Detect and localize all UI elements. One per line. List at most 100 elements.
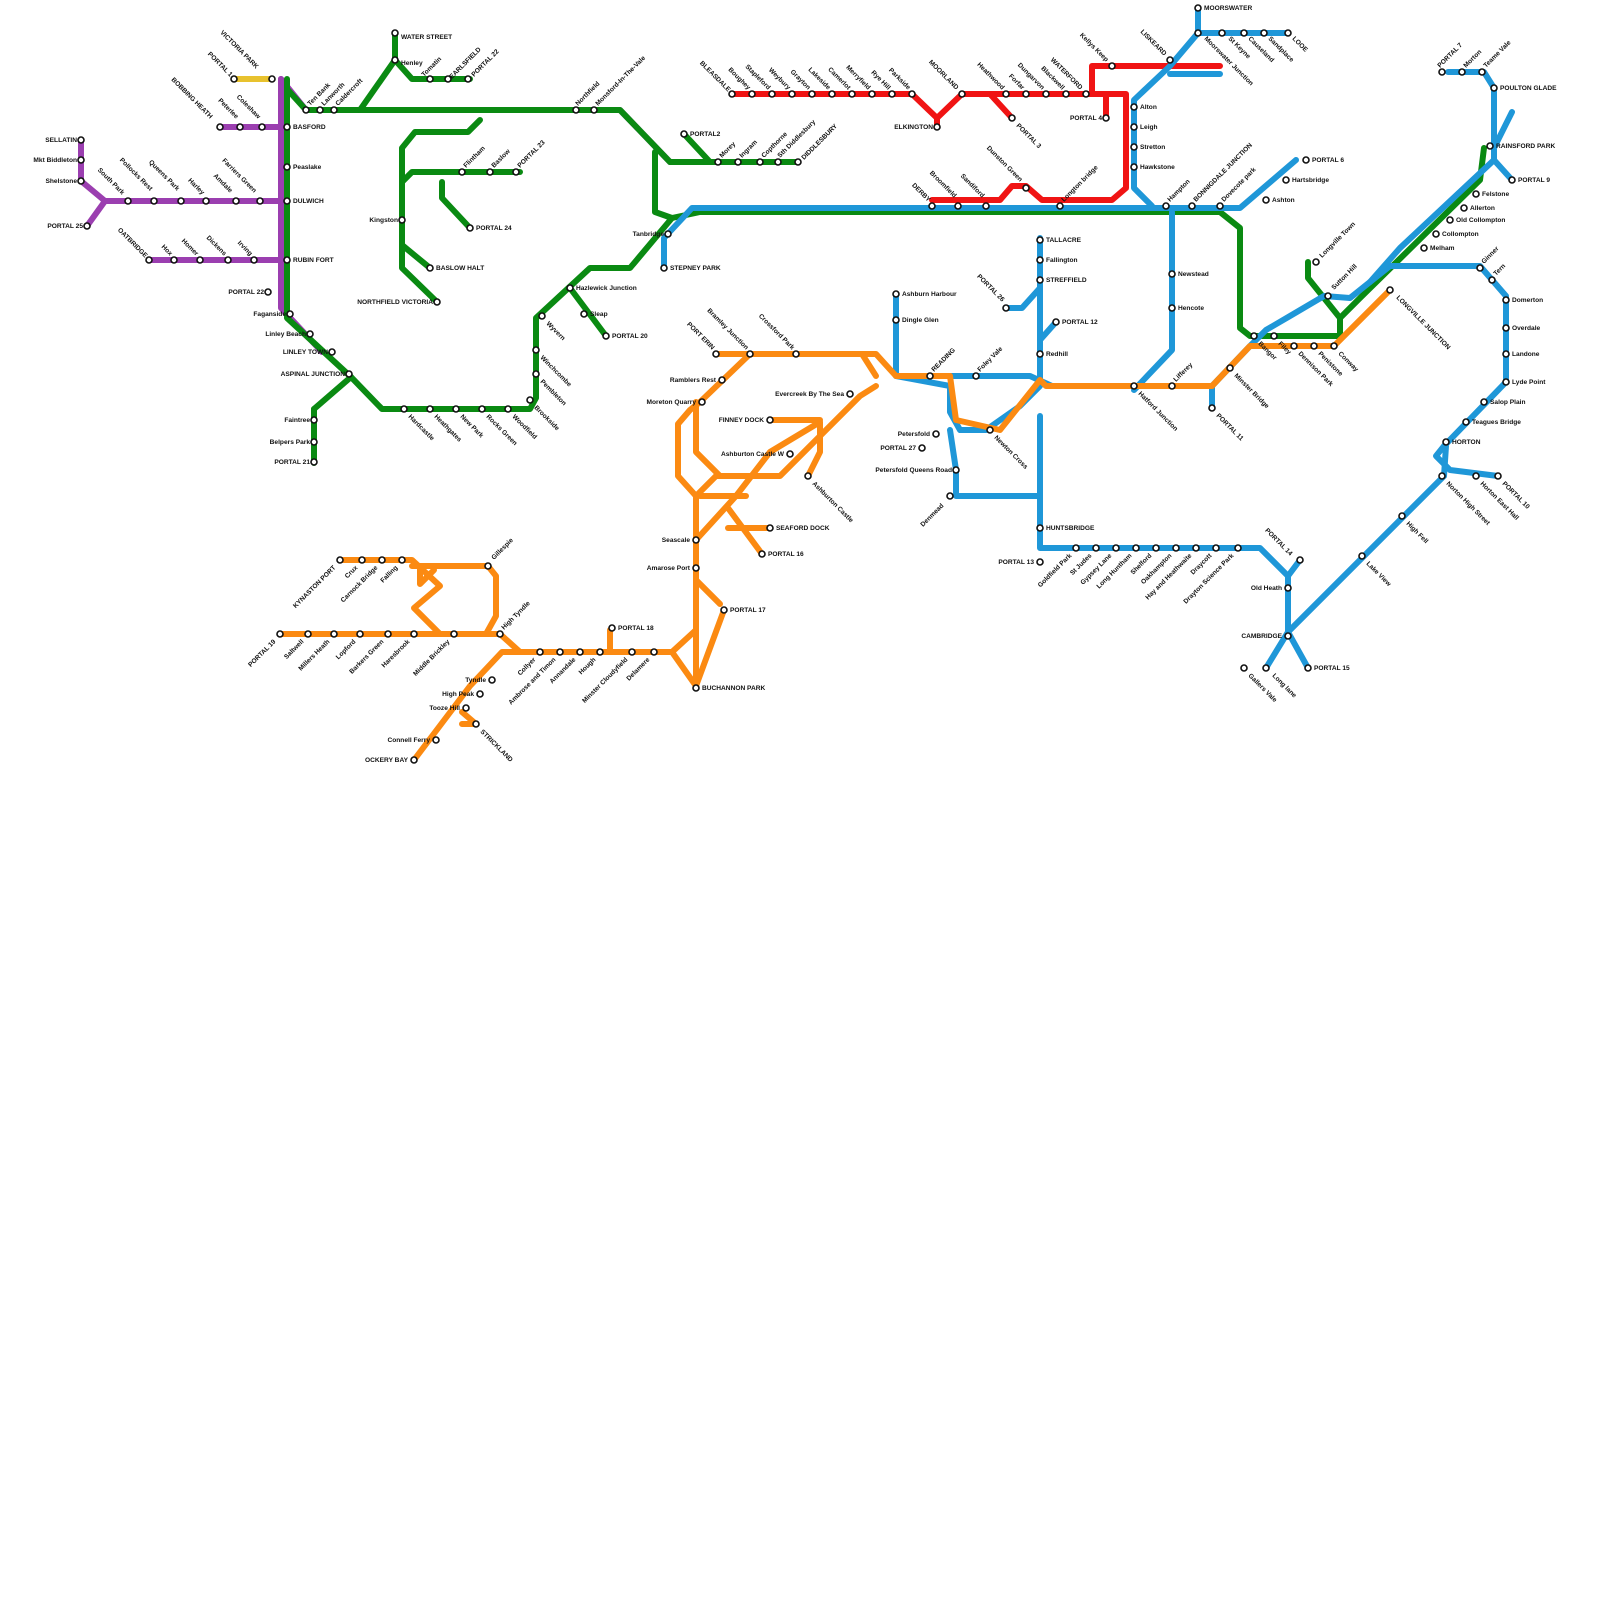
station-marker-hawkstone[interactable] xyxy=(1130,163,1138,171)
station-marker-melham[interactable] xyxy=(1420,244,1428,252)
station-marker-sth-diddlesbury[interactable] xyxy=(774,158,782,166)
station-marker-rainsford-park[interactable] xyxy=(1486,142,1494,150)
station-marker-horton-east-hall[interactable] xyxy=(1472,472,1480,480)
station-marker-homer[interactable] xyxy=(196,256,204,264)
station-marker-portal-18[interactable] xyxy=(608,624,616,632)
station-marker-seaford-dock[interactable] xyxy=(766,524,774,532)
station-marker-landone[interactable] xyxy=(1502,350,1510,358)
station-marker-hox[interactable] xyxy=(170,256,178,264)
station-marker-denmead[interactable] xyxy=(946,492,954,500)
station-marker-rocks-green[interactable] xyxy=(478,405,486,413)
station-marker-lyde-point[interactable] xyxy=(1502,378,1510,386)
station-marker-tallacre[interactable] xyxy=(1036,236,1044,244)
station-marker-evercreek-by-the-sea[interactable] xyxy=(846,390,854,398)
station-marker-wyvern[interactable] xyxy=(538,312,546,320)
station-marker-peaslake[interactable] xyxy=(283,163,291,171)
station-marker-looe[interactable] xyxy=(1284,29,1292,37)
station-marker-waterford[interactable] xyxy=(1082,90,1090,98)
station-marker-camerlot[interactable] xyxy=(848,90,856,98)
station-marker-huntsbridge[interactable] xyxy=(1036,524,1044,532)
station-marker-brookside[interactable] xyxy=(526,396,534,404)
station-marker-hencote[interactable] xyxy=(1168,304,1176,312)
station-marker-ashburn-harbour[interactable] xyxy=(892,290,900,298)
station-marker-portal-3[interactable] xyxy=(1008,114,1016,122)
station-marker-moorswater[interactable] xyxy=(1194,4,1202,12)
station-marker-lopford[interactable] xyxy=(356,630,364,638)
station-marker-sleap[interactable] xyxy=(580,310,588,318)
station-marker-longton-bridge[interactable] xyxy=(1056,202,1064,210)
station-marker-gallers-vale[interactable] xyxy=(1240,664,1248,672)
station-marker-portal-23[interactable] xyxy=(512,168,520,176)
station-marker-longville-town[interactable] xyxy=(1312,258,1320,266)
station-marker-aspinal-junction[interactable] xyxy=(345,370,353,378)
station-marker-portal-20[interactable] xyxy=(602,332,610,340)
station-marker-coleshaw[interactable] xyxy=(258,123,266,131)
station-marker-ockery-bay[interactable] xyxy=(410,756,418,764)
station-marker-portal-12[interactable] xyxy=(1052,318,1060,326)
station-marker-portal-21[interactable] xyxy=(310,458,318,466)
station-marker-weybury[interactable] xyxy=(788,90,796,98)
station-marker-hay-and-heathwaite[interactable] xyxy=(1192,544,1200,552)
station-marker-connell-ferry[interactable] xyxy=(432,736,440,744)
station-marker-belpers-park[interactable] xyxy=(310,438,318,446)
station-marker-queens-park[interactable] xyxy=(177,197,185,205)
station-marker-overdale[interactable] xyxy=(1502,324,1510,332)
station-marker-blackwell[interactable] xyxy=(1062,90,1070,98)
station-marker-barkers-green[interactable] xyxy=(384,630,392,638)
station-marker-morey[interactable] xyxy=(714,158,722,166)
station-marker-moorland[interactable] xyxy=(958,90,966,98)
station-marker-portal-25[interactable] xyxy=(83,222,91,230)
station-marker-teagues-bridge[interactable] xyxy=(1462,418,1470,426)
station-marker-northfield[interactable] xyxy=(572,106,580,114)
station-marker-elkington[interactable] xyxy=(933,123,941,131)
station-marker-flintham[interactable] xyxy=(458,168,466,176)
station-marker-irving[interactable] xyxy=(250,256,258,264)
station-marker-basford[interactable] xyxy=(283,123,291,131)
station-marker-tooze-hill[interactable] xyxy=(462,704,470,712)
station-marker-cambridge[interactable] xyxy=(1284,632,1292,640)
station-marker-caldercroft[interactable] xyxy=(330,106,338,114)
station-marker-portal-11[interactable] xyxy=(1208,404,1216,412)
station-marker-drayton-science-park[interactable] xyxy=(1234,544,1242,552)
station-marker-draycott[interactable] xyxy=(1212,544,1220,552)
station-marker-heathwood[interactable] xyxy=(1002,90,1010,98)
station-marker-bangor[interactable] xyxy=(1250,332,1258,340)
station-marker-sandiford[interactable] xyxy=(982,202,990,210)
station-marker-newton-cross[interactable] xyxy=(986,426,994,434)
station-marker-port-erin[interactable] xyxy=(712,350,720,358)
station-marker-hartsbridge[interactable] xyxy=(1282,176,1290,184)
station-marker-morton[interactable] xyxy=(1458,68,1466,76)
station-marker-goldfield-park[interactable] xyxy=(1072,544,1080,552)
station-marker-oatbridge[interactable] xyxy=(145,256,153,264)
station-marker-old-heath[interactable] xyxy=(1284,584,1292,592)
station-marker-tern[interactable] xyxy=(1488,276,1496,284)
station-marker-dennison-park[interactable] xyxy=(1290,342,1298,350)
station-marker-portal-13[interactable] xyxy=(1036,558,1044,566)
station-marker-winchcombe[interactable] xyxy=(532,346,540,354)
station-marker-faintree[interactable] xyxy=(310,416,318,424)
station-marker-forfar[interactable] xyxy=(1022,90,1030,98)
station-marker-portal-9[interactable] xyxy=(1508,176,1516,184)
station-marker-earlsfield[interactable] xyxy=(444,75,452,83)
station-marker-farriers-green[interactable] xyxy=(256,197,264,205)
station-marker-mkt-biddleton[interactable] xyxy=(77,156,85,164)
station-marker-pembleton[interactable] xyxy=(532,370,540,378)
station-marker-dungarvon[interactable] xyxy=(1042,90,1050,98)
station-marker-haresbrook[interactable] xyxy=(410,630,418,638)
station-marker-harley[interactable] xyxy=(202,197,210,205)
station-marker-strickland[interactable] xyxy=(472,720,480,728)
station-marker-pollocks-rest[interactable] xyxy=(150,197,158,205)
station-marker-tomatin[interactable] xyxy=(426,75,434,83)
station-marker-streffield[interactable] xyxy=(1036,276,1044,284)
station-marker-shelford[interactable] xyxy=(1152,544,1160,552)
station-marker-portal-22[interactable] xyxy=(464,75,472,83)
station-marker-alton[interactable] xyxy=(1130,103,1138,111)
station-marker-sandplace[interactable] xyxy=(1260,29,1268,37)
station-marker-minster-bridge[interactable] xyxy=(1226,364,1234,372)
station-marker-dunston-green[interactable] xyxy=(1022,184,1030,192)
station-marker-moreton-quarry[interactable] xyxy=(698,398,706,406)
station-marker-oakhampton[interactable] xyxy=(1172,544,1180,552)
station-marker-collompton[interactable] xyxy=(1432,230,1440,238)
station-marker-ingram[interactable] xyxy=(734,158,742,166)
station-marker-conway[interactable] xyxy=(1330,342,1338,350)
